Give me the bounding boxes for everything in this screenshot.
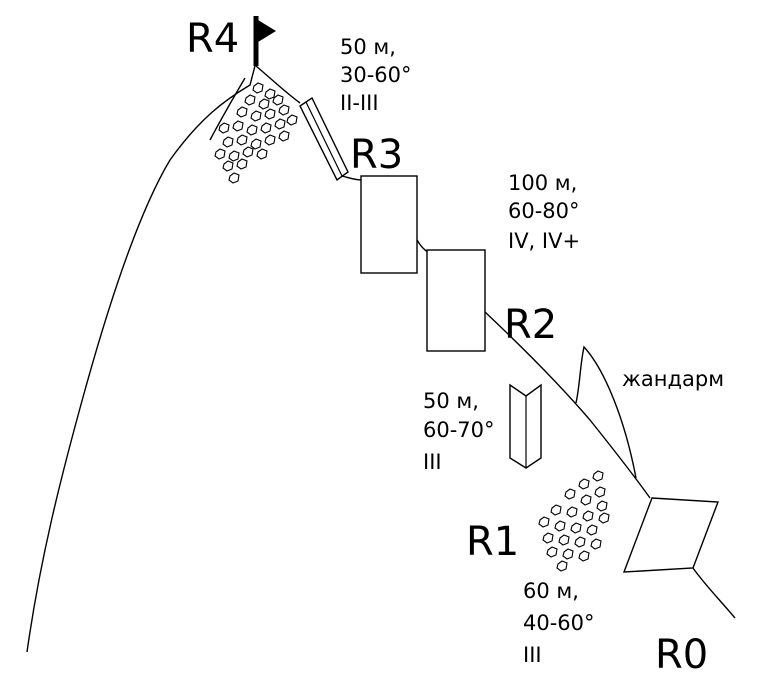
section-label-r0-r1: 60 м, 40-60° III [523,579,595,667]
section-angle: 30-60° [340,63,412,87]
section-length: 100 м, [508,171,577,195]
rock-icon [258,98,270,110]
rock-icon [242,146,254,158]
rock-icon [252,82,264,94]
gendarme-tower [575,345,637,479]
rock-icon [264,134,276,146]
section-length: 50 м, [340,35,396,59]
section-angle: 40-60° [523,611,595,635]
rock-icon [286,114,298,126]
slab-r0 [622,497,719,573]
section-label-r3-r4: 50 м, 30-60° II-III [340,35,412,115]
rock-icon [542,532,554,544]
rock-icon [564,488,576,500]
section-angle: 60-70° [423,418,495,442]
summit-right-slope [255,65,301,104]
rock-icon [556,560,568,572]
rock-icon [228,172,240,184]
gendarme-label: жандарм [622,367,724,391]
rock-icon [264,88,276,100]
rock-icon [598,512,610,524]
rock-icon [578,478,590,490]
rock-icon [558,534,570,546]
rock-icon [256,148,268,160]
rock-icon [236,158,248,170]
point-label-r2: R2 [504,302,557,348]
point-label-r4: R4 [186,16,239,62]
rock-icon [222,136,234,148]
rock-icon [546,546,558,558]
mountain-left-ridge [26,61,257,653]
rock-icon [596,500,608,512]
rock-icon [218,122,230,134]
ridge-below-r0 [692,567,736,619]
rock-icon [538,516,550,528]
rock-icon [232,120,244,132]
rock-icon [278,130,290,142]
rock-icon [246,124,258,136]
point-label-r0: R0 [655,632,708,678]
rock-icon [582,510,594,522]
rock-icon [244,94,256,106]
section-grade: III [423,450,442,474]
section-label-r2-r3: 100 м, 60-80° IV, IV+ [508,171,580,253]
rock-icon [586,524,598,536]
rock-icon [272,94,284,106]
wall-block-upper [360,175,418,274]
ridge-r3 [341,175,363,181]
summit-scree-field [209,77,246,141]
scree-rocks-upper [214,82,298,184]
section-length: 50 м, [423,389,479,413]
rock-icon [236,106,248,118]
scree-rocks-lower [538,470,610,572]
rock-icon [260,122,272,134]
rock-icon [250,110,262,122]
rock-icon [278,104,290,116]
rock-icon [566,506,578,518]
point-label-r3: R3 [350,132,403,178]
section-label-dihedral: 50 м, 60-70° III [423,389,495,474]
rock-icon [550,504,562,516]
wall-block-lower [426,249,486,352]
rock-icon [222,160,234,172]
rock-icon [590,538,602,550]
ridge-r2-r0 [484,311,651,499]
rock-icon [236,134,248,146]
section-grade: II-III [340,91,379,115]
rock-icon [274,118,286,130]
rock-icon [228,150,240,162]
rock-icon [264,108,276,120]
summit-flag-icon [253,16,276,66]
rock-icon [570,522,582,534]
rock-icon [594,486,606,498]
section-grade: III [523,643,542,667]
rock-icon [592,470,604,482]
dihedral-feature [509,383,542,469]
rock-icon [554,520,566,532]
section-angle: 60-80° [508,199,580,223]
rock-icon [578,550,590,562]
section-length: 60 м, [523,579,579,603]
rock-icon [574,536,586,548]
section-grade: IV, IV+ [508,229,580,253]
point-label-r1: R1 [466,519,519,565]
rock-icon [250,138,262,150]
couloir-r3-r4 [299,96,349,182]
rock-icon [562,548,574,560]
rock-icon [580,494,592,506]
rock-icon [214,148,226,160]
